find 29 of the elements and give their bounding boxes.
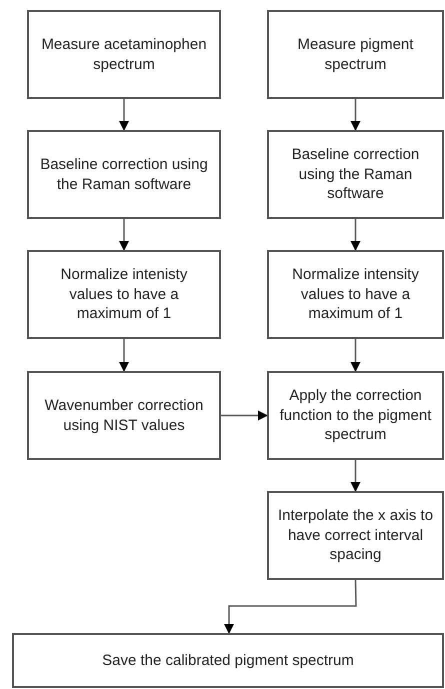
step-text: Interpolate the x axis to have correct interval spacing xyxy=(277,506,434,565)
step-text: Baseline correction using the Raman software xyxy=(290,145,420,204)
process-box xyxy=(27,10,221,99)
arrow xyxy=(119,219,129,251)
step-text: Measure acetaminophen spectrum xyxy=(40,35,208,74)
step-text: Save the calibrated pigment spectrum xyxy=(102,650,354,670)
process-box xyxy=(267,371,444,460)
step-text: Measure pigment spectrum xyxy=(296,35,414,74)
process-box xyxy=(12,633,444,688)
step-text: Wavenumber correction using NIST values xyxy=(44,396,204,435)
process-box xyxy=(27,250,221,339)
arrow xyxy=(350,339,360,372)
arrow xyxy=(350,99,360,131)
arrow xyxy=(350,219,360,251)
step-text: Baseline correction using the Raman software xyxy=(39,155,209,194)
arrow xyxy=(221,410,268,420)
arrow xyxy=(119,99,129,131)
arrow xyxy=(350,460,360,492)
arrow xyxy=(224,580,357,634)
arrow xyxy=(119,339,129,372)
process-box xyxy=(27,130,221,219)
process-box xyxy=(267,10,444,99)
process-box xyxy=(267,491,444,580)
process-box xyxy=(267,130,444,219)
step-text: Apply the correction function to the pigment spectrum xyxy=(278,386,432,445)
step-text: Normalize intenisty values to have a maximum of 1 xyxy=(60,265,188,324)
step-text: Normalize intensity values to have a maximum of 1 xyxy=(291,265,420,324)
process-box xyxy=(267,250,444,339)
process-box xyxy=(27,371,221,460)
